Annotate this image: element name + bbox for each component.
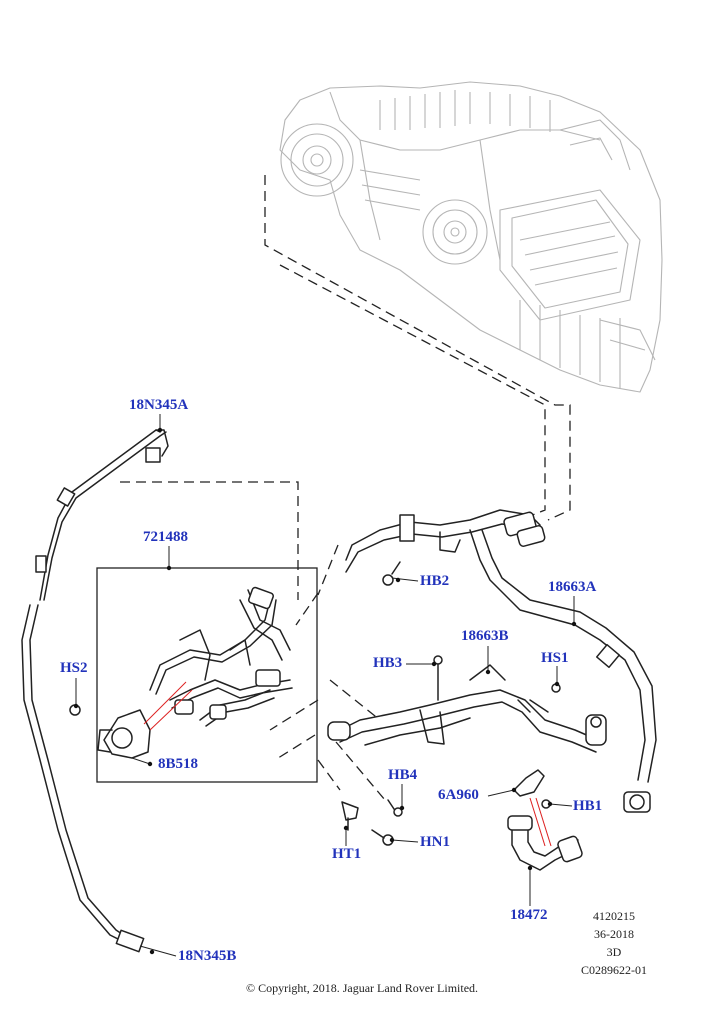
callout-18N345A[interactable]: 18N345A — [129, 397, 189, 413]
leader-lines — [75, 414, 575, 957]
callout-HB4[interactable]: HB4 — [388, 767, 418, 783]
callout-18663A[interactable]: 18663A — [548, 579, 597, 595]
catalog-reference-block: 4120215 36-2018 3D C0289622-01 — [574, 907, 654, 979]
copyright-notice: © Copyright, 2018. Jaguar Land Rover Lim… — [245, 981, 479, 995]
callout-dots — [73, 427, 577, 955]
callout-HB1[interactable]: HB1 — [573, 798, 603, 814]
callout-18N345B[interactable]: 18N345B — [178, 948, 237, 964]
callout-HB3[interactable]: HB3 — [373, 655, 403, 671]
callout-HS2[interactable]: HS2 — [60, 660, 88, 676]
callout-HT1[interactable]: HT1 — [332, 846, 362, 862]
section-code: 36-2018 — [594, 927, 634, 941]
hose-line-art — [21, 429, 657, 953]
pump-assembly-inset-box — [96, 567, 318, 783]
callout-HN1[interactable]: HN1 — [420, 834, 450, 850]
view-type: 3D — [606, 945, 622, 959]
catalog-code: C0289622-01 — [581, 963, 647, 977]
callout-18663B[interactable]: 18663B — [461, 628, 509, 644]
callout-18472[interactable]: 18472 — [510, 907, 548, 923]
hvac-housing-illustration — [279, 81, 663, 393]
callout-721488[interactable]: 721488 — [143, 529, 188, 545]
callout-HS1[interactable]: HS1 — [541, 650, 569, 666]
ref-number: 4120215 — [593, 909, 635, 923]
callout-6A960[interactable]: 6A960 — [438, 787, 479, 803]
callout-8B518[interactable]: 8B518 — [158, 756, 199, 772]
red-leader-lines — [143, 681, 552, 847]
callout-HB2[interactable]: HB2 — [420, 573, 450, 589]
